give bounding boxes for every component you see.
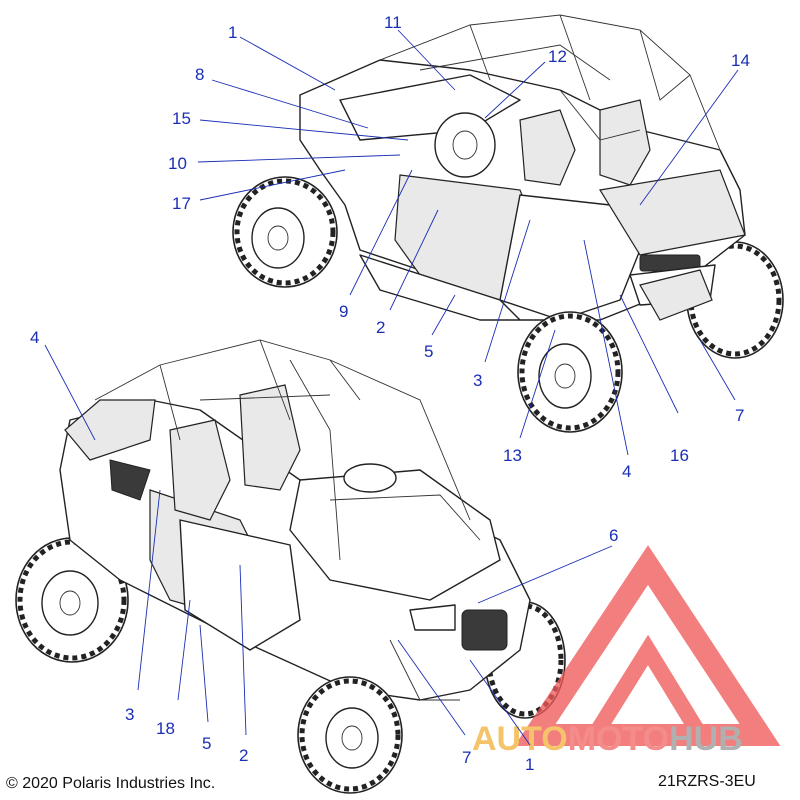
callout-lower-7: 7 xyxy=(462,748,471,767)
upper-callouts: 1 8 15 10 17 11 12 14 9 2 5 3 13 4 16 7 xyxy=(168,13,750,481)
callout-upper-4: 4 xyxy=(622,462,631,481)
diagram-code: 21RZRS-3EU xyxy=(658,773,756,790)
copyright-text: © 2020 Polaris Industries Inc. xyxy=(6,775,215,792)
lower-vehicle-illustration xyxy=(15,339,566,794)
callout-lower-1: 1 xyxy=(525,755,534,774)
callout-upper-13: 13 xyxy=(503,446,522,465)
callout-upper-17: 17 xyxy=(172,194,191,213)
svg-text:AUTOMOTOHUB: AUTOMOTOHUB xyxy=(472,720,743,758)
callout-upper-16: 16 xyxy=(670,446,689,465)
callout-upper-8: 8 xyxy=(195,65,204,84)
callout-upper-3: 3 xyxy=(473,371,482,390)
callout-lower-2: 2 xyxy=(239,746,248,765)
callout-upper-2: 2 xyxy=(376,318,385,337)
lower-rear-wheel xyxy=(15,537,129,663)
callout-upper-15: 15 xyxy=(172,109,191,128)
callout-upper-10: 10 xyxy=(168,154,187,173)
callout-lower-5: 5 xyxy=(202,734,211,753)
watermark-hub: HUB xyxy=(669,720,743,758)
upper-vehicle-illustration xyxy=(232,14,784,433)
callout-upper-1: 1 xyxy=(228,23,237,42)
callout-lower-4: 4 xyxy=(30,328,39,347)
callout-upper-11: 11 xyxy=(384,13,402,32)
automotohub-watermark: AUTOMOTOHUB xyxy=(472,545,781,758)
callout-lower-3: 3 xyxy=(125,705,134,724)
upper-front-wheel xyxy=(232,176,338,288)
watermark-auto: AUTO xyxy=(472,720,568,758)
callout-upper-12: 12 xyxy=(548,47,567,66)
callout-upper-7: 7 xyxy=(735,406,744,425)
callout-lower-6: 6 xyxy=(609,526,618,545)
lower-callouts: 4 6 3 18 5 2 7 1 xyxy=(30,328,618,774)
upper-rear-left-wheel xyxy=(517,311,623,433)
watermark-moto: MOTO xyxy=(568,720,669,758)
lower-front-left-wheel xyxy=(297,676,403,794)
callout-lower-18: 18 xyxy=(156,719,175,738)
callout-upper-5: 5 xyxy=(424,342,433,361)
watermark-triangle-logo xyxy=(514,545,781,746)
callout-upper-14: 14 xyxy=(731,51,750,70)
callout-upper-9: 9 xyxy=(339,302,348,321)
